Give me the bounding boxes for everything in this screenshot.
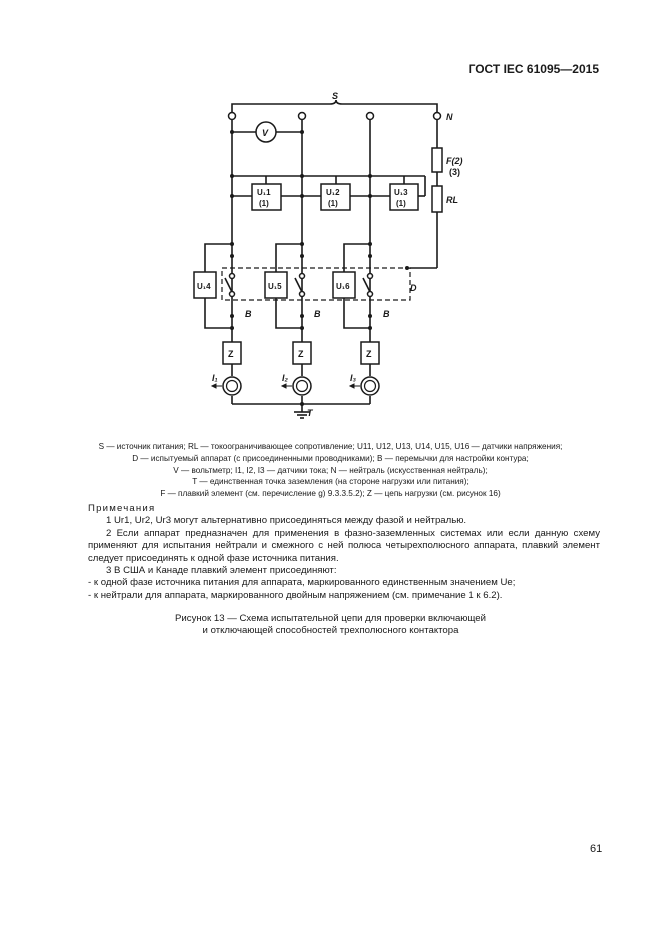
label-b2: B <box>314 309 321 319</box>
page-number: 61 <box>590 843 603 855</box>
label-i2: I₂ <box>282 373 289 383</box>
label-fuse: F(2) <box>446 156 463 166</box>
label-i1: I₁ <box>212 373 218 383</box>
note-3-item: - к одной фазе источника питания для апп… <box>88 577 516 589</box>
label-b1: B <box>245 309 252 319</box>
label-u3-note: (1) <box>396 199 406 208</box>
label-u3: U₁3 <box>394 188 408 197</box>
label-u1: U₁1 <box>257 188 271 197</box>
legend-line: V — вольтметр; I1, I2, I3 — датчики тока… <box>173 465 488 475</box>
legend-line: T — единственная точка заземления (на ст… <box>192 477 469 487</box>
caption-line: Рисунок 13 — Схема испытательной цепи дл… <box>175 613 486 624</box>
label-z2: Z <box>298 349 304 359</box>
label-u2-note: (1) <box>328 199 338 208</box>
test-circuit-diagram: S N V F(2) (3) RL U₁1 (1) U₁2 (1) U₁3 (1… <box>193 91 463 419</box>
legend-line: D — испытуемый аппарат (с присоединенным… <box>132 453 529 463</box>
note-2: 2 Если аппарат предназначен для применен… <box>88 527 600 564</box>
label-z1: Z <box>228 349 234 359</box>
note-3-item: - к нейтрали для аппарата, маркированног… <box>88 589 503 601</box>
legend-line: F — плавкий элемент (см. перечисление g)… <box>160 489 501 499</box>
label-t: T <box>307 408 314 418</box>
label-u5: U₁5 <box>268 282 282 291</box>
figure-caption: Рисунок 13 — Схема испытательной цепи дл… <box>60 613 601 638</box>
note-1: 1 Ur1, Ur2, Ur3 могут альтернативно прис… <box>106 515 467 527</box>
label-i3: I₃ <box>350 373 357 383</box>
legend-line: S — источник питания; RL — токоограничив… <box>98 442 563 451</box>
label-d: D <box>410 283 417 293</box>
notes-block: Примечания 1 Ur1, Ur2, Ur3 могут альтерн… <box>88 503 600 602</box>
label-u2: U₁2 <box>326 188 340 197</box>
label-z3: Z <box>366 349 372 359</box>
note-3: 3 В США и Канаде плавкий элемент присоед… <box>106 565 337 577</box>
notes-title: Примечания <box>88 503 156 514</box>
caption-line: и отключающей способностей трехполюсного… <box>202 625 459 637</box>
label-rl: RL <box>446 195 458 205</box>
label-fuse-note: (3) <box>449 167 460 177</box>
label-v: V <box>262 128 269 138</box>
standard-header: ГОСТ IEC 61095—2015 <box>468 62 599 76</box>
label-b3: B <box>383 309 390 319</box>
label-s: S <box>332 91 338 101</box>
figure-legend: S — источник питания; RL — токоограничив… <box>60 441 601 500</box>
label-u6: U₁6 <box>336 282 350 291</box>
label-n: N <box>446 112 453 122</box>
label-u4: U₁4 <box>197 282 211 291</box>
label-u1-note: (1) <box>259 199 269 208</box>
